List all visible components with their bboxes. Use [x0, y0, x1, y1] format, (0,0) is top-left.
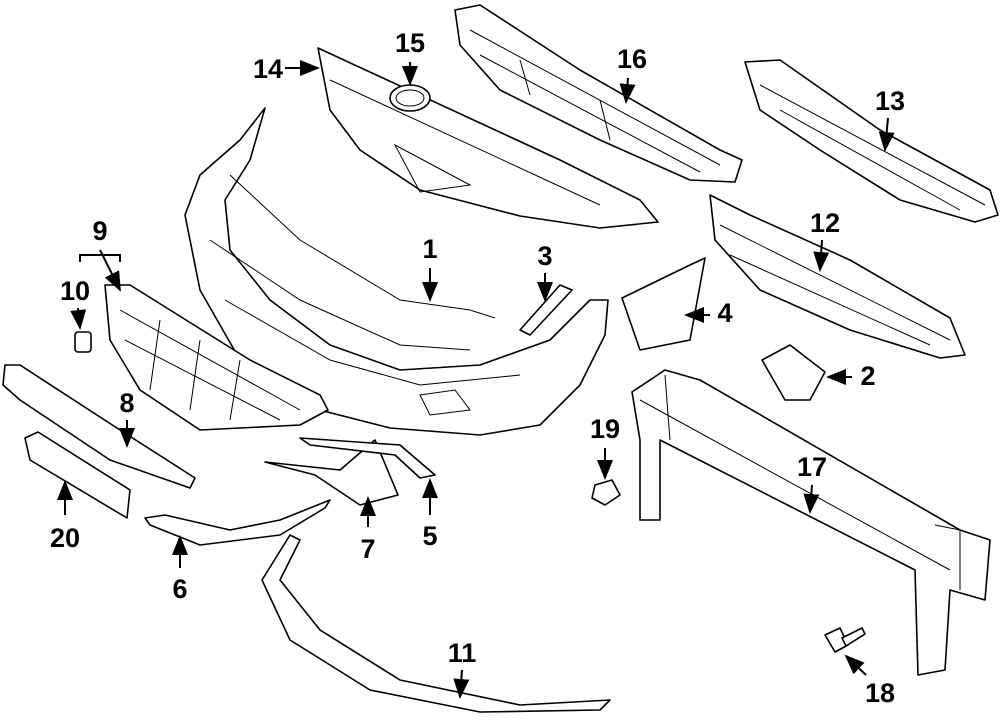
callout-13: 13 — [875, 86, 905, 152]
part-15-emblem — [389, 84, 431, 112]
leader-arrow — [619, 77, 636, 104]
callout-2: 2 — [826, 361, 876, 391]
leader-arrow — [803, 484, 820, 514]
callout-number: 2 — [860, 361, 875, 391]
callout-3: 3 — [537, 241, 553, 302]
callout-15: 15 — [395, 28, 425, 86]
part-6-trim — [144, 499, 331, 546]
part-2-bracket — [761, 344, 826, 401]
part-7-fog-cover — [264, 439, 399, 506]
callout-number: 12 — [810, 208, 840, 238]
callout-12: 12 — [810, 208, 840, 272]
callout-7: 7 — [360, 496, 376, 564]
leader-arrow — [878, 117, 895, 152]
part-17-beam — [631, 369, 991, 676]
callout-9: 9 — [92, 216, 121, 292]
leader-arrow — [813, 239, 830, 272]
callout-number: 15 — [395, 28, 425, 58]
callout-number: 14 — [253, 54, 283, 84]
callout-8: 8 — [119, 388, 135, 448]
callout-number: 11 — [448, 638, 477, 668]
callout-4: 4 — [684, 298, 733, 328]
callout-number: 18 — [865, 678, 895, 708]
callout-number: 1 — [422, 234, 437, 264]
part-20-license-bracket — [24, 431, 131, 519]
callout-number: 16 — [617, 44, 647, 74]
part-1-bumper-cover — [184, 107, 609, 436]
part-5-trim — [299, 437, 436, 479]
callout-number: 13 — [875, 86, 905, 116]
leader-arrow — [453, 669, 470, 699]
callout-9-bracket — [79, 254, 121, 262]
callout-number: 4 — [717, 298, 732, 328]
part-13-absorber — [744, 59, 999, 223]
part-16-absorber — [454, 4, 743, 183]
part-12-grille — [709, 194, 966, 359]
callout-1: 1 — [422, 234, 438, 302]
callout-number: 9 — [92, 216, 107, 246]
callout-number: 20 — [50, 523, 80, 553]
part-8-trim — [2, 364, 196, 489]
callout-11: 11 — [448, 638, 477, 699]
part-4-bracket — [621, 257, 706, 351]
callout-17: 17 — [797, 452, 827, 514]
callout-number: 7 — [360, 534, 375, 564]
part-10-clip — [74, 331, 92, 353]
callout-14: 14 — [253, 54, 320, 84]
callout-number: 19 — [590, 414, 620, 444]
part-11-lower-lip — [261, 534, 611, 713]
callout-10: 10 — [60, 276, 90, 330]
leader-arrow — [99, 249, 121, 292]
callout-18: 18 — [844, 654, 895, 708]
part-18-bolt — [824, 627, 866, 653]
leader-arrow — [70, 307, 87, 330]
callout-number: 3 — [537, 241, 552, 271]
callout-number: 6 — [172, 574, 187, 604]
part-19-nut — [591, 479, 621, 506]
callout-20: 20 — [50, 480, 80, 553]
callout-number: 10 — [60, 276, 90, 306]
leader-arrow — [844, 654, 867, 676]
callout-5: 5 — [422, 478, 438, 551]
callout-19: 19 — [590, 414, 620, 480]
callout-number: 8 — [119, 388, 134, 418]
callout-16: 16 — [617, 44, 647, 104]
callout-6: 6 — [172, 535, 188, 604]
part-9-lower-grille — [104, 284, 329, 431]
callout-number: 17 — [797, 452, 827, 482]
callout-number: 5 — [422, 521, 437, 551]
